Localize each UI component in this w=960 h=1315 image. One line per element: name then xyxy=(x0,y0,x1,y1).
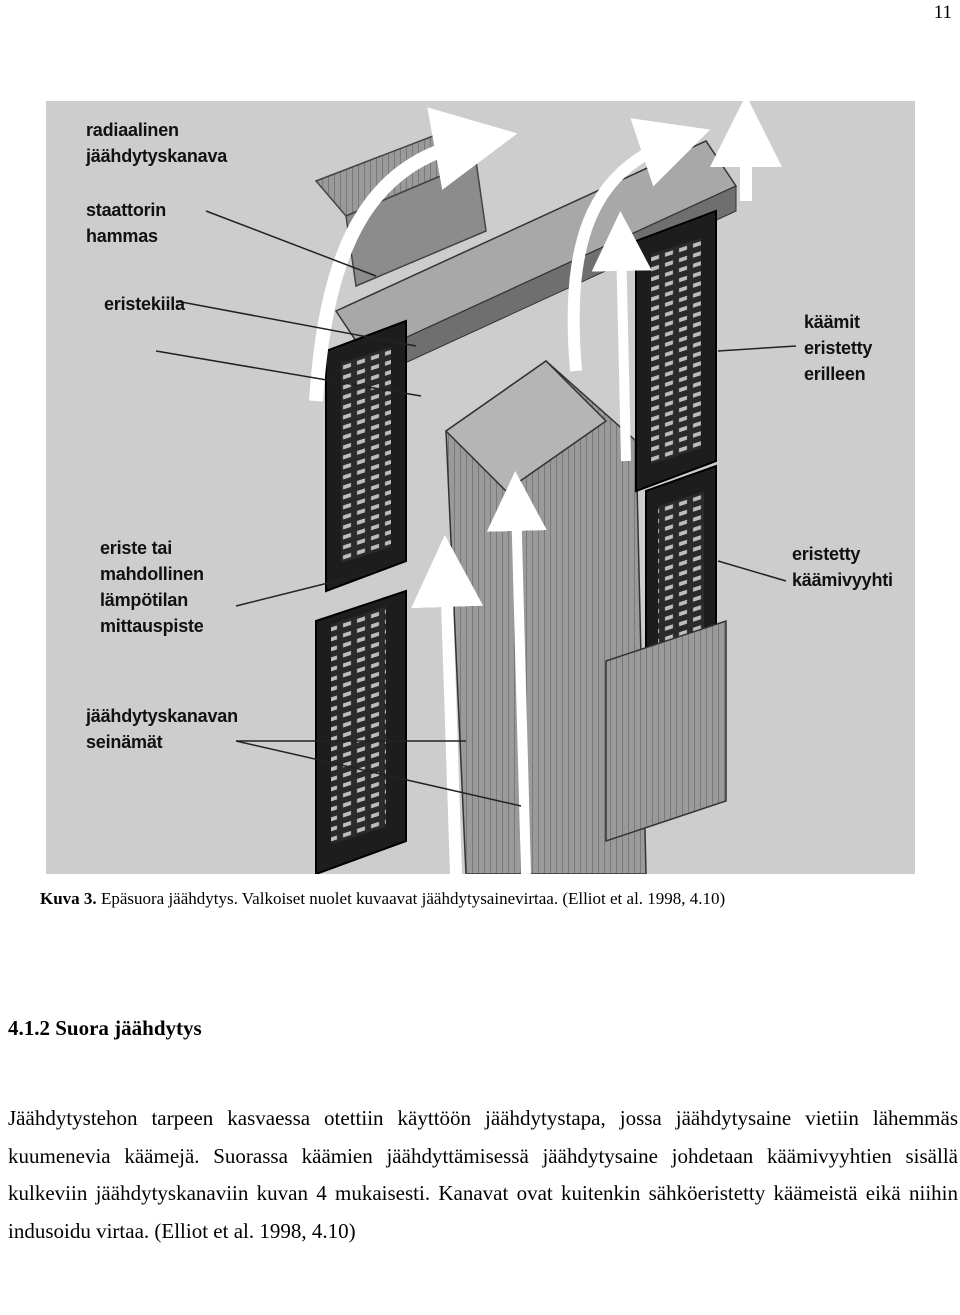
cooling-diagram-figure: radiaalinen jäähdytyskanava staattorin h… xyxy=(46,101,915,874)
caption-label: Kuva 3. xyxy=(40,889,97,908)
label-stator-tooth: staattorin hammas xyxy=(86,197,166,249)
body-paragraph: Jäähdytystehon tarpeen kasvaessa otettii… xyxy=(8,1100,958,1250)
label-channel-walls: jäähdytyskanavan seinämät xyxy=(86,703,238,755)
flow-arrow xyxy=(621,241,626,461)
label-radial-channel: radiaalinen jäähdytyskanava xyxy=(86,117,227,169)
label-coils-insulated: käämit eristetty erilleen xyxy=(804,309,872,387)
page-number: 11 xyxy=(934,2,952,24)
figure-caption: Kuva 3. Epäsuora jäähdytys. Valkoiset nu… xyxy=(40,889,725,909)
stator-cooling-illustration xyxy=(46,101,915,874)
caption-text: Epäsuora jäähdytys. Valkoiset nuolet kuv… xyxy=(97,889,726,908)
section-heading: 4.1.2 Suora jäähdytys xyxy=(8,1016,202,1041)
label-insulated-coil-bundle: eristetty käämivyyhti xyxy=(792,541,893,593)
label-insulating-wedge: eristekiila xyxy=(104,291,185,317)
label-insulation-sensor: eriste tai mahdollinen lämpötilan mittau… xyxy=(100,535,204,639)
